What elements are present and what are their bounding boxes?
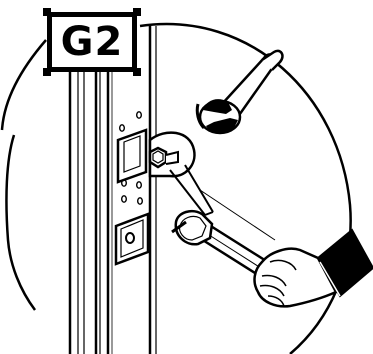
badge-corner-mark <box>43 8 51 16</box>
badge-corner-mark <box>43 68 51 76</box>
badge-corner-mark <box>133 68 141 76</box>
step-label: G2 <box>52 17 132 67</box>
box-wrench <box>197 51 282 133</box>
post <box>70 26 156 354</box>
badge-corner-mark <box>133 8 141 16</box>
mounting-bracket-upper <box>118 130 146 182</box>
step-badge: G2 <box>47 12 137 72</box>
mounting-bracket-lower <box>116 214 148 264</box>
hand <box>255 230 373 306</box>
